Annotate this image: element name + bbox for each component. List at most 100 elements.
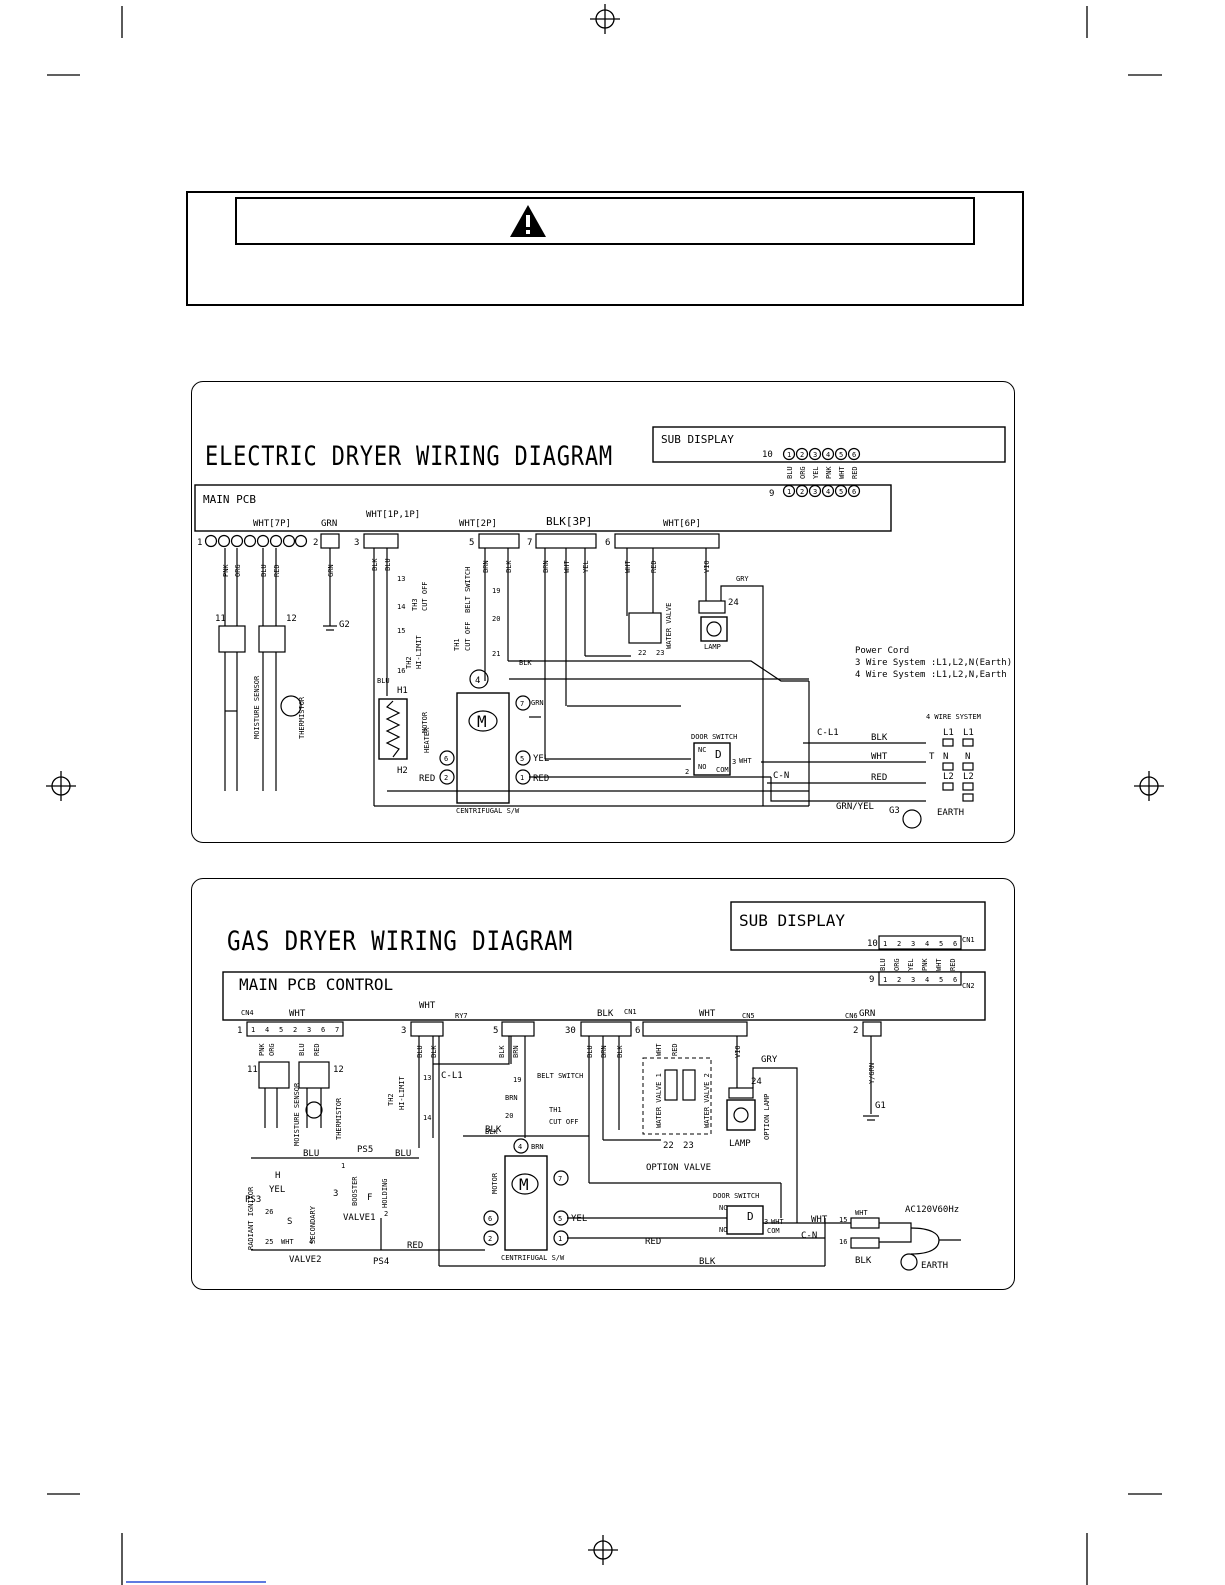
svg-text:THERMISTOR: THERMISTOR <box>335 1097 343 1140</box>
svg-text:OPTION VALVE: OPTION VALVE <box>646 1163 711 1173</box>
svg-text:9: 9 <box>869 975 874 985</box>
svg-text:BLK: BLK <box>855 1256 872 1266</box>
svg-text:15: 15 <box>397 627 405 635</box>
svg-text:WHT: WHT <box>771 1218 784 1226</box>
svg-text:DOOR SWITCH: DOOR SWITCH <box>713 1192 759 1200</box>
svg-text:RED: RED <box>671 1043 679 1056</box>
svg-text:24: 24 <box>728 598 739 608</box>
svg-text:1: 1 <box>237 1026 242 1036</box>
gas-wiring-diagram: GAS DRYER WIRING DIAGRAM SUB DISPLAY 10 … <box>222 901 986 1271</box>
svg-text:1: 1 <box>787 451 791 459</box>
svg-text:WHT: WHT <box>871 752 888 762</box>
svg-text:21: 21 <box>492 650 500 658</box>
svg-text:4: 4 <box>309 1238 313 1246</box>
svg-text:10: 10 <box>867 939 878 949</box>
svg-text:CUT OFF: CUT OFF <box>421 581 429 611</box>
svg-text:9: 9 <box>769 489 774 499</box>
sub-display-label: SUB DISPLAY <box>661 433 734 446</box>
gas-diagram-panel <box>191 878 1015 1290</box>
svg-text:6: 6 <box>488 1215 492 1223</box>
svg-text:G2: G2 <box>339 620 350 630</box>
svg-text:BLU: BLU <box>298 1043 306 1056</box>
svg-text:CUT OFF: CUT OFF <box>549 1118 579 1126</box>
svg-text:VALVE1: VALVE1 <box>343 1213 376 1223</box>
svg-text:GRN: GRN <box>531 699 544 707</box>
svg-text:G1: G1 <box>875 1101 886 1111</box>
svg-text:4: 4 <box>518 1143 522 1151</box>
gas-pin-rows: 1 1 4 5 2 3 6 7 3 5 30 6 2 <box>237 1021 882 1037</box>
svg-text:CENTRIFUGAL S/W: CENTRIFUGAL S/W <box>456 807 520 815</box>
svg-text:L2: L2 <box>943 772 954 782</box>
svg-text:13: 13 <box>423 1074 431 1082</box>
svg-text:1: 1 <box>883 976 887 984</box>
svg-text:BLK: BLK <box>430 1045 438 1058</box>
svg-text:WHT: WHT <box>419 1001 436 1011</box>
svg-text:7: 7 <box>520 700 524 708</box>
svg-text:WATER VALVE 2: WATER VALVE 2 <box>703 1073 711 1128</box>
svg-text:YEL: YEL <box>269 1185 285 1195</box>
gas-sub-pins-top: 1 2 3 4 5 6 <box>878 935 962 950</box>
svg-text:RY7: RY7 <box>455 1012 468 1020</box>
svg-text:CN2: CN2 <box>962 982 975 990</box>
svg-text:13: 13 <box>397 575 405 583</box>
svg-text:VIO: VIO <box>703 560 711 573</box>
svg-text:CN6: CN6 <box>845 1012 858 1020</box>
svg-text:C-N: C-N <box>801 1231 817 1241</box>
svg-text:2: 2 <box>853 1026 858 1036</box>
svg-text:RED: RED <box>533 774 549 784</box>
svg-text:3: 3 <box>333 1189 338 1199</box>
svg-text:2: 2 <box>800 451 804 459</box>
svg-text:WHT[1P,1P]: WHT[1P,1P] <box>366 510 420 520</box>
svg-text:6: 6 <box>605 538 610 548</box>
svg-text:3: 3 <box>911 976 915 984</box>
svg-text:4: 4 <box>925 976 929 984</box>
svg-text:BLU: BLU <box>260 564 268 577</box>
svg-text:BRN: BRN <box>542 560 550 573</box>
svg-text:1: 1 <box>520 774 524 782</box>
svg-text:30: 30 <box>565 1026 576 1036</box>
svg-text:5: 5 <box>279 1026 283 1034</box>
svg-text:23: 23 <box>683 1141 694 1151</box>
crosshair-icon-top <box>590 4 620 34</box>
svg-text:BOOSTER: BOOSTER <box>351 1176 359 1206</box>
gas-valve-ignitor: BLU PS5 BLU RADIANT IGNITOR H YEL PS3 26… <box>245 1145 443 1267</box>
svg-text:PNK: PNK <box>921 958 929 971</box>
svg-text:WHT: WHT <box>563 560 571 573</box>
svg-text:23: 23 <box>656 649 664 657</box>
svg-text:WHT: WHT <box>811 1215 828 1225</box>
crosshair-icon-bottom <box>588 1535 618 1565</box>
svg-text:M: M <box>477 712 487 731</box>
svg-text:3: 3 <box>307 1026 311 1034</box>
svg-text:4: 4 <box>265 1026 269 1034</box>
svg-text:BLK: BLK <box>699 1257 716 1267</box>
svg-text:CENTRIFUGAL S/W: CENTRIFUGAL S/W <box>501 1254 565 1262</box>
svg-text:2: 2 <box>293 1026 297 1034</box>
motor-block: 4 MOTOR M 6 5 YEL 2 RED 1 RED CENTRIFUGA… <box>419 669 549 815</box>
svg-text:LAMP: LAMP <box>729 1139 751 1149</box>
svg-text:5: 5 <box>939 976 943 984</box>
svg-text:2: 2 <box>685 768 689 776</box>
svg-text:5: 5 <box>558 1215 562 1223</box>
sub-display-wire-colors: BLU ORG YEL PNK WHT RED <box>786 466 859 479</box>
gas-th2-branch: BLU BLK TH2 HI-LIMIT 13 14 C-L1 <box>387 1036 510 1148</box>
heater-branch: BLK BLU 13 TH3 CUT OFF 14 15 TH2 HI-LIMI… <box>371 548 431 806</box>
svg-text:MOTOR: MOTOR <box>421 711 429 733</box>
svg-text:M: M <box>519 1175 529 1194</box>
svg-text:10: 10 <box>762 450 773 460</box>
svg-text:4: 4 <box>826 451 830 459</box>
svg-text:2: 2 <box>897 940 901 948</box>
svg-text:F: F <box>367 1193 372 1203</box>
svg-text:CN1: CN1 <box>962 936 975 944</box>
svg-text:WHT: WHT <box>289 1009 306 1019</box>
ground-g2: GRN G2 <box>323 548 350 631</box>
svg-text:WATER VALVE: WATER VALVE <box>665 603 673 649</box>
svg-text:N: N <box>965 752 970 762</box>
svg-text:15: 15 <box>839 1216 847 1224</box>
svg-text:EARTH: EARTH <box>921 1261 948 1271</box>
svg-text:1: 1 <box>197 538 202 548</box>
svg-text:SECONDARY: SECONDARY <box>309 1205 317 1244</box>
svg-text:1: 1 <box>883 940 887 948</box>
svg-text:PNK: PNK <box>825 466 833 479</box>
svg-text:RED: RED <box>407 1241 423 1251</box>
svg-text:WHT[7P]: WHT[7P] <box>253 519 291 529</box>
